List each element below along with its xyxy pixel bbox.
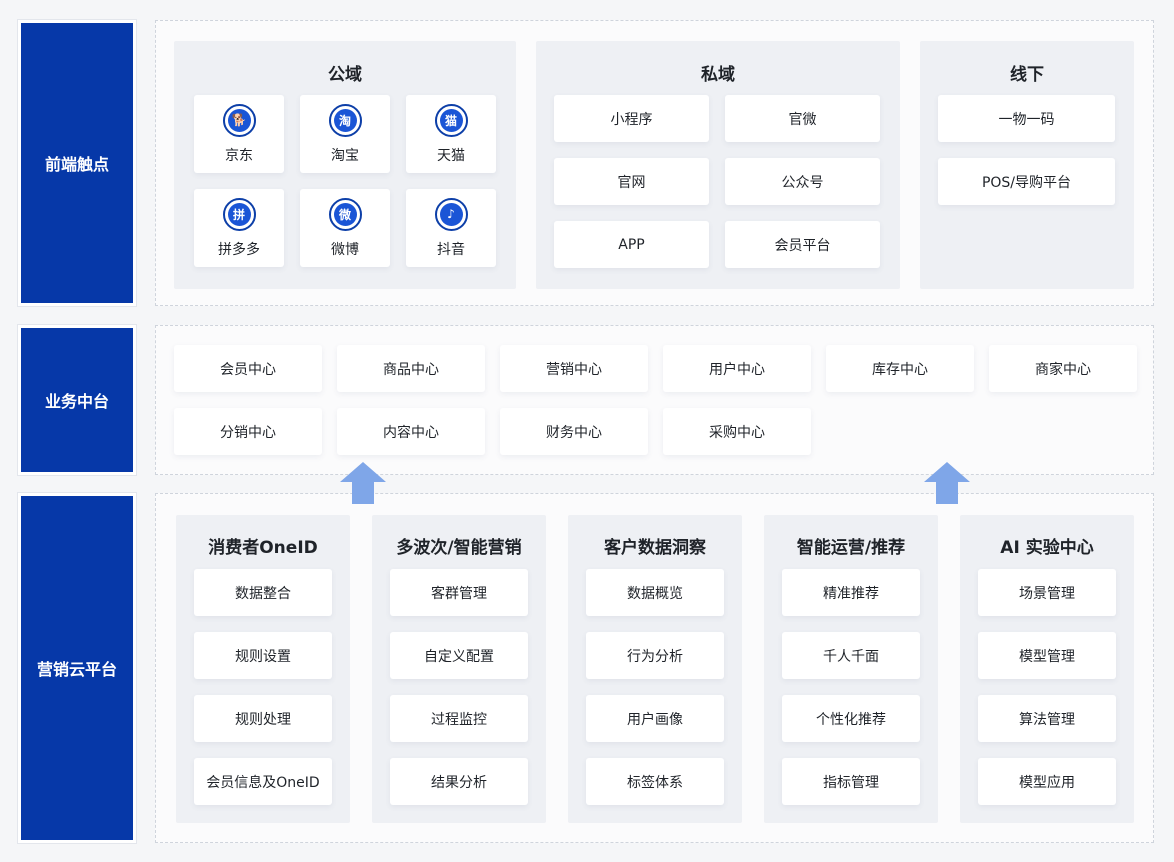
marketing-group-title: 客户数据洞察	[604, 538, 706, 558]
marketing-group-title: 多波次/智能营销	[396, 538, 522, 558]
taobao-icon: 淘	[328, 103, 362, 137]
marketing-group-title: 智能运营/推荐	[796, 538, 906, 558]
marketing-group: 消费者OneID 数据整合规则设置规则处理会员信息及OneID	[176, 515, 350, 823]
group-offline-title: 线下	[1010, 65, 1044, 85]
marketing-feature-card[interactable]: 用户画像	[586, 695, 724, 742]
marketing-feature-card[interactable]: 精准推荐	[782, 569, 920, 616]
private-channel-card[interactable]: 会员平台	[725, 221, 880, 268]
icon-glyph: ♪	[439, 202, 463, 226]
private-channel-card[interactable]: 官网	[554, 158, 709, 205]
label-business-text: 业务中台	[44, 392, 109, 411]
marketing-feature-card[interactable]: 数据概览	[586, 569, 724, 616]
marketing-feature-card[interactable]: 规则处理	[194, 695, 332, 742]
marketing-group: 多波次/智能营销客群管理自定义配置过程监控结果分析	[372, 515, 546, 823]
channel-card[interactable]: 微微博	[300, 189, 390, 267]
private-channel-card[interactable]: 公众号	[725, 158, 880, 205]
group-offline: 线下 一物一码 POS/导购平台	[920, 41, 1134, 289]
business-center-card[interactable]: 采购中心	[663, 408, 811, 455]
label-business: 业务中台	[18, 325, 136, 475]
marketing-feature-card[interactable]: 指标管理	[782, 758, 920, 805]
marketing-feature-card[interactable]: 算法管理	[978, 695, 1116, 742]
marketing-feature-card[interactable]: 会员信息及OneID	[194, 758, 332, 805]
weibo-icon: 微	[328, 197, 362, 231]
icon-glyph: 拼	[227, 202, 251, 226]
private-channel-card[interactable]: 小程序	[554, 95, 709, 142]
icon-glyph: 猫	[439, 108, 463, 132]
channel-label: 抖音	[437, 241, 465, 258]
offline-channel-card[interactable]: POS/导购平台	[938, 158, 1115, 205]
icon-glyph: 🐕	[227, 108, 251, 132]
private-channel-card[interactable]: 官微	[725, 95, 880, 142]
up-arrow-icon	[924, 462, 970, 504]
douyin-icon: ♪	[434, 197, 468, 231]
marketing-feature-card[interactable]: 模型管理	[978, 632, 1116, 679]
group-private-title: 私域	[701, 65, 735, 85]
channel-card[interactable]: 拼拼多多	[194, 189, 284, 267]
pinduoduo-icon: 拼	[222, 197, 256, 231]
marketing-feature-card[interactable]: 行为分析	[586, 632, 724, 679]
channel-card[interactable]: 🐕 京东	[194, 95, 284, 173]
label-marketing-text: 营销云平台	[36, 660, 117, 679]
marketing-feature-card[interactable]: 场景管理	[978, 569, 1116, 616]
channel-card[interactable]: ♪ 抖音	[406, 189, 496, 267]
business-center-card[interactable]: 用户中心	[663, 345, 811, 392]
tmall-icon: 猫	[434, 103, 468, 137]
business-center-card[interactable]: 库存中心	[826, 345, 974, 392]
marketing-feature-card[interactable]: 自定义配置	[390, 632, 528, 679]
marketing-feature-card[interactable]: 数据整合	[194, 569, 332, 616]
marketing-panel: 消费者OneID 数据整合规则设置规则处理会员信息及OneID 多波次/智能营销客群…	[155, 493, 1154, 843]
business-center-card[interactable]: 商家中心	[989, 345, 1137, 392]
marketing-group: 客户数据洞察数据概览行为分析用户画像标签体系	[568, 515, 742, 823]
channel-label: 淘宝	[331, 147, 359, 164]
marketing-feature-card[interactable]: 个性化推荐	[782, 695, 920, 742]
channel-label: 京东	[225, 147, 253, 164]
marketing-group-title: AI 实验中心	[1000, 538, 1094, 558]
marketing-feature-card[interactable]: 千人千面	[782, 632, 920, 679]
business-center-card[interactable]: 财务中心	[500, 408, 648, 455]
group-private: 私域 小程序官微官网公众号 APP 会员平台	[536, 41, 900, 289]
icon-glyph: 淘	[333, 108, 357, 132]
jd-icon: 🐕	[222, 103, 256, 137]
business-center-card[interactable]: 营销中心	[500, 345, 648, 392]
business-center-card[interactable]: 商品中心	[337, 345, 485, 392]
marketing-feature-card[interactable]: 结果分析	[390, 758, 528, 805]
channel-card[interactable]: 淘淘宝	[300, 95, 390, 173]
channel-card[interactable]: 猫天猫	[406, 95, 496, 173]
channel-label: 微博	[331, 241, 359, 258]
label-marketing: 营销云平台	[18, 493, 136, 843]
marketing-feature-card[interactable]: 客群管理	[390, 569, 528, 616]
business-center-card[interactable]: 内容中心	[337, 408, 485, 455]
channel-label: 拼多多	[218, 241, 260, 258]
marketing-feature-card[interactable]: 标签体系	[586, 758, 724, 805]
offline-channel-card[interactable]: 一物一码	[938, 95, 1115, 142]
marketing-feature-card[interactable]: 过程监控	[390, 695, 528, 742]
group-public-title: 公域	[328, 65, 362, 85]
marketing-feature-card[interactable]: 模型应用	[978, 758, 1116, 805]
business-center-card[interactable]: 会员中心	[174, 345, 322, 392]
business-center-card[interactable]: 分销中心	[174, 408, 322, 455]
icon-glyph: 微	[333, 202, 357, 226]
marketing-group: AI 实验中心场景管理模型管理算法管理模型应用	[960, 515, 1134, 823]
group-public: 公域 🐕京东淘淘宝猫天猫拼拼多多微微博♪抖音	[174, 41, 516, 289]
channel-label: 天猫	[437, 147, 465, 164]
up-arrow-icon	[340, 462, 386, 504]
marketing-group: 智能运营/推荐精准推荐千人千面个性化推荐指标管理	[764, 515, 938, 823]
private-channel-card[interactable]: APP	[554, 221, 709, 268]
marketing-feature-card[interactable]: 规则设置	[194, 632, 332, 679]
business-panel: 会员中心商品中心营销中心用户中心库存中心商家中心分销中心内容中心财务中心采购中心	[155, 325, 1154, 475]
label-frontend: 前端触点	[18, 20, 136, 306]
marketing-group-title: 消费者OneID	[208, 538, 318, 558]
label-frontend-text: 前端触点	[44, 155, 109, 174]
